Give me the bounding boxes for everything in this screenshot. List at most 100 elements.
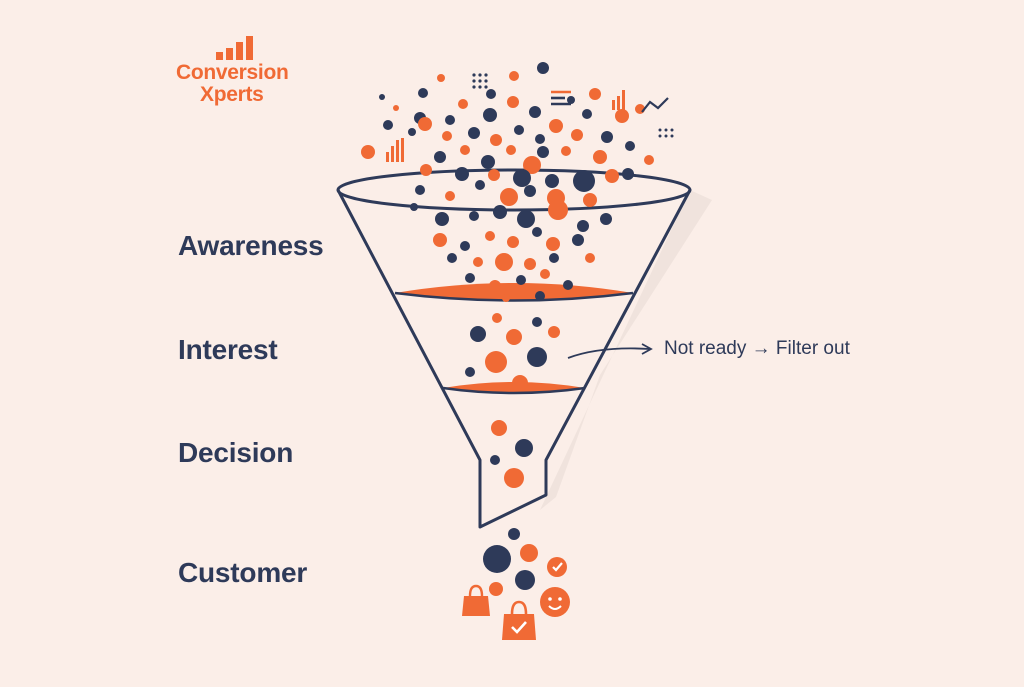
lead-dot bbox=[577, 220, 589, 232]
lead-dot bbox=[393, 105, 399, 111]
lead-dot bbox=[524, 258, 536, 270]
brand-name: Conversion Xperts bbox=[176, 62, 289, 106]
customer-dot bbox=[508, 528, 520, 540]
lead-dot bbox=[442, 131, 452, 141]
bar-chart-icon bbox=[386, 138, 404, 162]
lead-dot bbox=[490, 455, 500, 465]
stage-label-customer: Customer bbox=[178, 557, 308, 588]
text-lines-icon bbox=[551, 90, 571, 106]
lead-dot bbox=[532, 227, 542, 237]
bar-chart-icon bbox=[216, 36, 253, 60]
lead-dot bbox=[408, 128, 416, 136]
lead-dot bbox=[490, 134, 502, 146]
lead-dot bbox=[601, 131, 613, 143]
lead-dot bbox=[514, 125, 524, 135]
shopping-bag-icon bbox=[502, 600, 536, 640]
lead-dot bbox=[489, 280, 501, 292]
stage-label-interest: Interest bbox=[178, 334, 278, 365]
lead-dot bbox=[418, 117, 432, 131]
shopping-bag-icon bbox=[462, 584, 490, 616]
lead-dot bbox=[469, 211, 479, 221]
lead-dot bbox=[465, 273, 475, 283]
lead-dot bbox=[434, 151, 446, 163]
lead-dot bbox=[548, 326, 560, 338]
lead-dot bbox=[625, 141, 635, 151]
lead-dot bbox=[572, 234, 584, 246]
lead-dot bbox=[582, 109, 592, 119]
lead-dot bbox=[549, 119, 563, 133]
stage-label-decision: Decision bbox=[178, 437, 294, 468]
lead-dot bbox=[493, 205, 507, 219]
lead-dot bbox=[473, 257, 483, 267]
lead-dot bbox=[561, 146, 571, 156]
lead-dot bbox=[527, 347, 547, 367]
lead-dot bbox=[563, 280, 573, 290]
lead-dot bbox=[509, 71, 519, 81]
lead-dot bbox=[593, 150, 607, 164]
lead-dot bbox=[545, 174, 559, 188]
lead-dot bbox=[615, 109, 629, 123]
lead-dot bbox=[491, 420, 507, 436]
lead-dot bbox=[379, 94, 385, 100]
funnel-bands bbox=[395, 283, 633, 393]
lead-dot bbox=[513, 169, 531, 187]
line-chart-icon bbox=[641, 97, 669, 113]
lead-dot bbox=[523, 156, 541, 174]
stage-label-awareness: Awareness bbox=[178, 230, 324, 261]
customer-dot bbox=[489, 582, 503, 596]
lead-dot bbox=[506, 329, 522, 345]
lead-dot bbox=[435, 212, 449, 226]
bar-chart-icon bbox=[612, 90, 625, 110]
lead-dot bbox=[540, 269, 550, 279]
customer-dot bbox=[515, 570, 535, 590]
lead-dot bbox=[507, 236, 519, 248]
lead-dot bbox=[535, 134, 545, 144]
lead-dot bbox=[488, 169, 500, 181]
lead-dot bbox=[571, 129, 583, 141]
lead-dot bbox=[532, 317, 542, 327]
lead-dot bbox=[418, 88, 428, 98]
lead-dot bbox=[537, 62, 549, 74]
lead-dot bbox=[455, 167, 469, 181]
lead-dot bbox=[504, 468, 524, 488]
lead-dot bbox=[447, 253, 457, 263]
dot-grid-icon bbox=[472, 73, 488, 89]
lead-dot bbox=[492, 313, 502, 323]
lead-dot bbox=[529, 106, 541, 118]
lead-dot bbox=[644, 155, 654, 165]
lead-dot bbox=[567, 96, 575, 104]
lead-dot bbox=[483, 108, 497, 122]
lead-dot bbox=[546, 237, 560, 251]
lead-dot bbox=[485, 231, 495, 241]
lead-dot bbox=[420, 164, 432, 176]
lead-dots bbox=[361, 62, 654, 488]
lead-dot bbox=[516, 275, 526, 285]
lead-dot bbox=[512, 375, 528, 391]
filter-out-note: Not ready → Filter out bbox=[664, 338, 850, 359]
funnel-shadow bbox=[540, 190, 712, 510]
funnel-outline bbox=[336, 168, 692, 529]
filter-out-arrow bbox=[567, 343, 653, 359]
smiley-icon bbox=[540, 587, 570, 617]
lead-dot bbox=[460, 145, 470, 155]
lead-dot bbox=[468, 127, 480, 139]
lead-dot bbox=[470, 326, 486, 342]
lead-dot bbox=[433, 233, 447, 247]
lead-dot bbox=[475, 180, 485, 190]
lead-dot bbox=[622, 168, 634, 180]
lead-dot bbox=[507, 96, 519, 108]
lead-dot bbox=[415, 185, 425, 195]
lead-dot bbox=[515, 439, 533, 457]
lead-dot bbox=[445, 191, 455, 201]
lead-dot bbox=[437, 74, 445, 82]
lead-dot bbox=[458, 99, 468, 109]
lead-dot bbox=[445, 115, 455, 125]
lead-dot bbox=[506, 145, 516, 155]
lead-dot bbox=[573, 170, 595, 192]
lead-dot bbox=[481, 155, 495, 169]
lead-dot bbox=[465, 367, 475, 377]
lead-dot bbox=[548, 200, 568, 220]
brand-name-line2: Xperts bbox=[200, 83, 264, 106]
brand-name-line1: Conversion bbox=[176, 61, 289, 84]
